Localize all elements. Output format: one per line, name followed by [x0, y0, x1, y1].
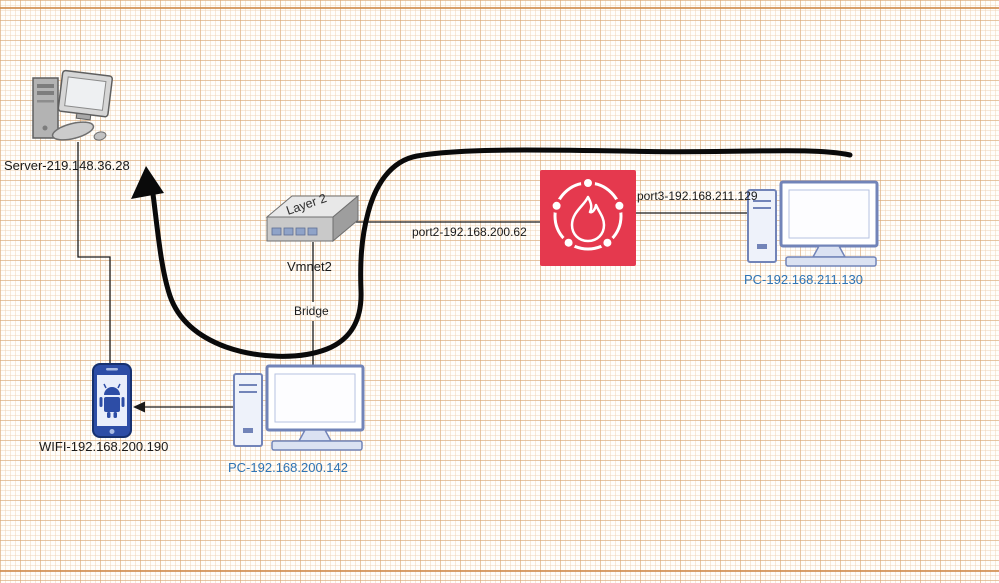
arrowhead-to-phone-icon	[133, 401, 145, 413]
pc-right-icon	[746, 180, 879, 268]
firewall-flame-icon	[540, 170, 636, 266]
annotation-flow-curve	[150, 147, 853, 359]
switch-sublabel-vmnet2: Vmnet2	[287, 259, 332, 274]
port2-link-label: port2-192.168.200.62	[412, 225, 527, 239]
port3-link-label: port3-192.168.211.129	[637, 189, 758, 203]
server-label: Server-219.148.36.28	[4, 158, 130, 173]
link-server-phone	[77, 142, 111, 363]
flame-glyph	[570, 195, 606, 243]
connection-lines	[77, 142, 749, 408]
pc-bottom-label: PC-192.168.200.142	[228, 460, 348, 475]
pc-right-label: PC-192.168.211.130	[744, 272, 864, 287]
pc-bottom-icon	[232, 364, 365, 452]
bridge-link-label: Bridge	[294, 304, 329, 318]
server-icon	[32, 69, 114, 141]
layer2-switch-icon: Layer 2	[265, 191, 360, 243]
annotation-arrowhead-icon	[131, 166, 164, 199]
grid-accent-line-top	[0, 7, 999, 9]
android-robot-glyph	[99, 383, 125, 418]
wifi-phone-label: WIFI-192.168.200.190	[39, 439, 169, 454]
android-phone-icon	[92, 363, 132, 438]
grid-accent-line-bottom	[0, 570, 999, 572]
